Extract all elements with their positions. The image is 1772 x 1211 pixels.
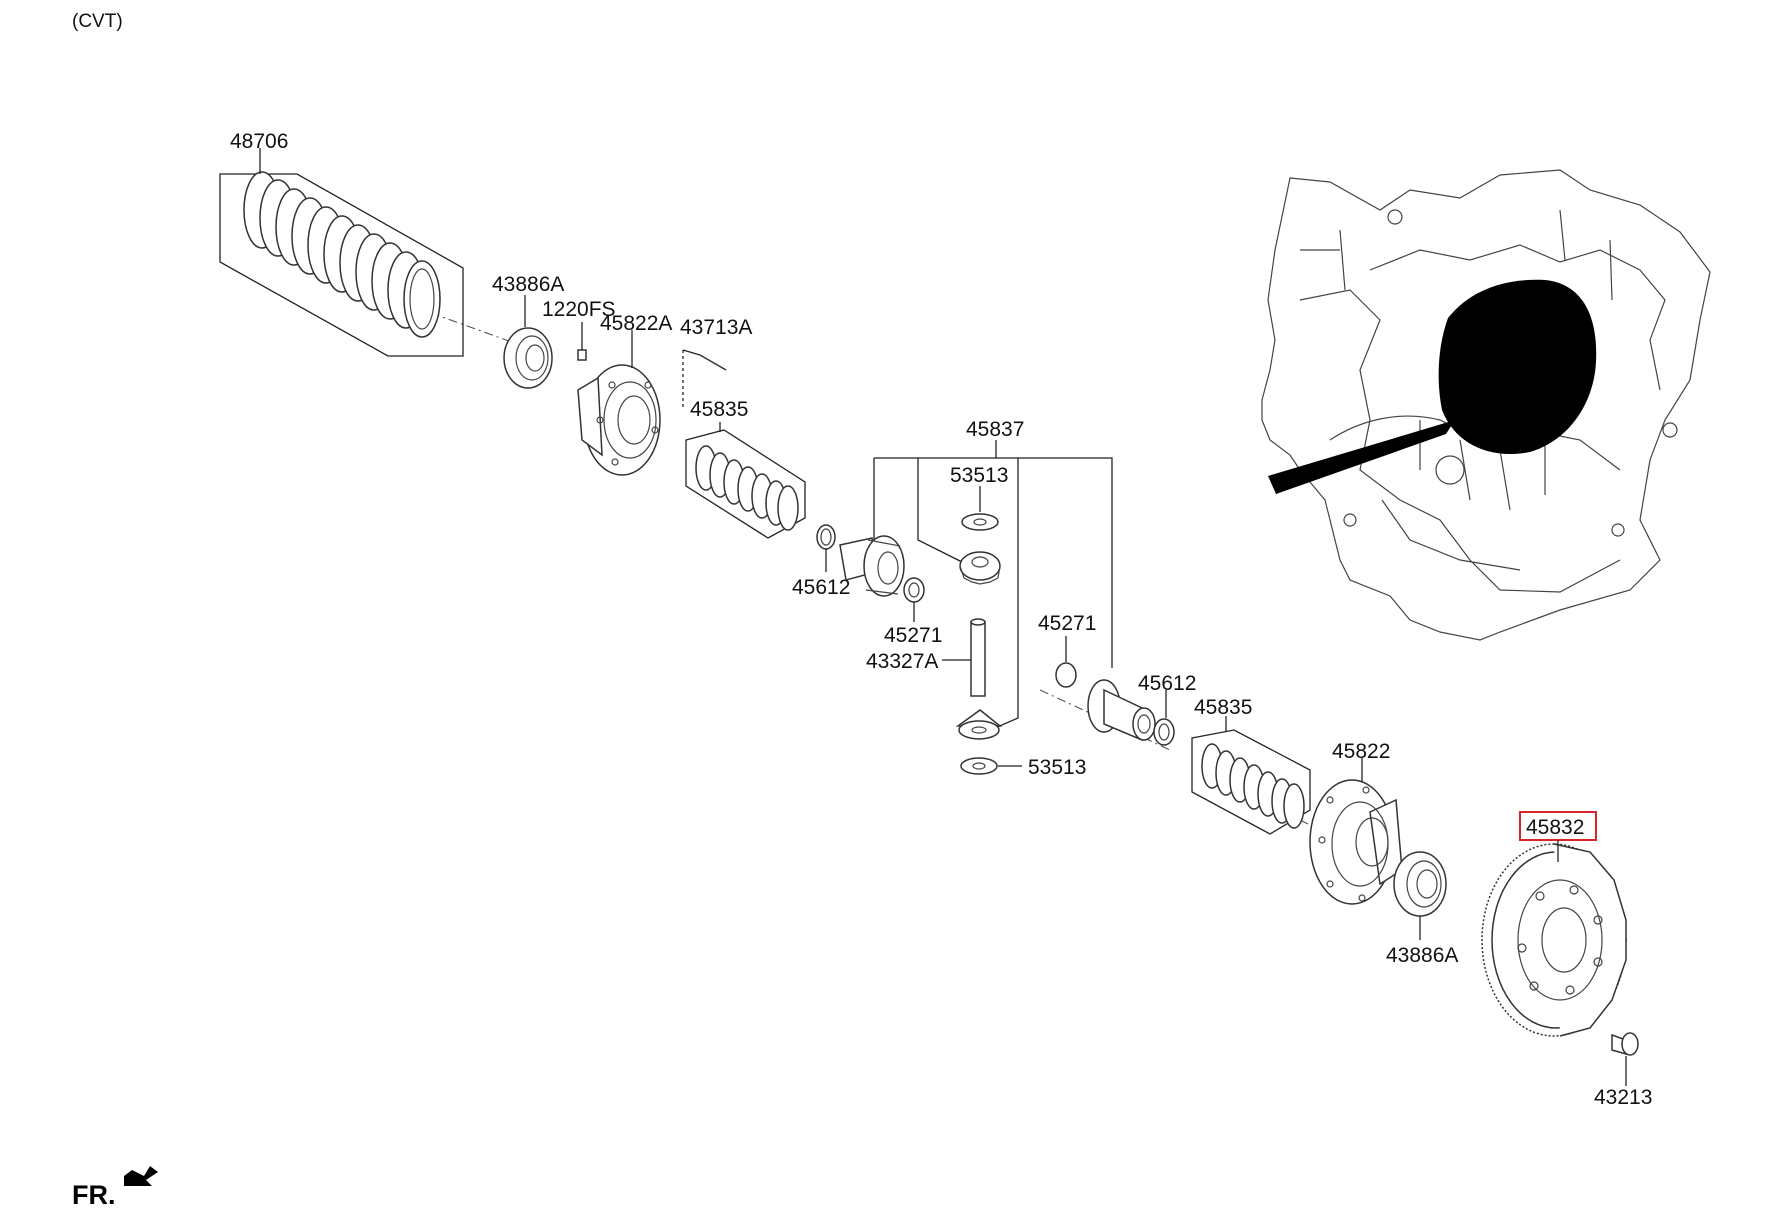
part-45832-group[interactable]: 45832 xyxy=(1481,811,1627,1037)
label-45822A[interactable]: 45822A xyxy=(600,312,672,335)
label-45835-bottom[interactable]: 45835 xyxy=(1194,696,1252,719)
part-45822-group[interactable]: 45822 xyxy=(1309,740,1403,905)
part-45271-right-group[interactable]: 45271 xyxy=(1038,612,1096,688)
label-43327A[interactable]: 43327A xyxy=(866,650,938,673)
part-53513-top-group[interactable]: 53513 xyxy=(950,464,1008,531)
label-45271-right[interactable]: 45271 xyxy=(1038,612,1096,635)
label-45822[interactable]: 45822 xyxy=(1332,740,1390,763)
part-45612-right-group[interactable]: 45612 xyxy=(1138,672,1196,746)
part-43886A-top-group[interactable]: 43886A xyxy=(492,273,564,389)
label-43886A-top[interactable]: 43886A xyxy=(492,273,564,296)
pinion-gear-top xyxy=(959,551,1001,585)
label-45612-right[interactable]: 45612 xyxy=(1138,672,1196,695)
label-45837[interactable]: 45837 xyxy=(966,418,1024,441)
part-45837-group[interactable]: 45837 xyxy=(873,418,1113,739)
front-arrow-icon xyxy=(124,1166,158,1186)
side-gear-left xyxy=(839,535,905,597)
part-45835-bottom-group[interactable]: 45835 xyxy=(1191,696,1311,835)
side-gear-right xyxy=(1087,679,1156,742)
part-45835-top-group[interactable]: 45835 xyxy=(685,398,806,539)
label-43213[interactable]: 43213 xyxy=(1594,1086,1652,1109)
front-marker-label: FR. xyxy=(72,1180,116,1210)
friction-disc-stack xyxy=(1201,743,1305,829)
label-45832[interactable]: 45832 xyxy=(1526,816,1584,839)
label-53513-bottom[interactable]: 53513 xyxy=(1028,756,1086,779)
part-43886A-bottom-group[interactable]: 43886A xyxy=(1386,851,1458,967)
label-48706[interactable]: 48706 xyxy=(230,130,288,153)
part-53513-bottom-group[interactable]: 53513 xyxy=(960,756,1086,779)
label-45612-left[interactable]: 45612 xyxy=(792,576,850,599)
label-43886A-bottom[interactable]: 43886A xyxy=(1386,944,1458,967)
part-1220FS-group[interactable]: 1220FS xyxy=(542,298,616,361)
part-45271-left-group[interactable]: 45271 xyxy=(884,577,942,647)
label-1220FS[interactable]: 1220FS xyxy=(542,298,616,321)
part-43213-group[interactable]: 43213 xyxy=(1594,1032,1652,1109)
transmission-housing-illustration xyxy=(1261,169,1711,641)
differential-location-marker xyxy=(1438,279,1597,455)
label-43713A[interactable]: 43713A xyxy=(680,316,752,339)
pinion-gear-bottom xyxy=(955,709,1003,740)
part-45612-left-group[interactable]: 45612 xyxy=(792,524,850,599)
part-43327A-group[interactable]: 43327A xyxy=(866,618,986,697)
pointer-wedge xyxy=(1268,420,1455,494)
label-45835-top[interactable]: 45835 xyxy=(690,398,748,421)
part-43713A-group[interactable]: 43713A xyxy=(680,316,752,410)
front-direction-marker: FR. xyxy=(72,1166,158,1210)
part-45822A-group[interactable]: 45822A xyxy=(577,312,672,476)
friction-disc-stack xyxy=(695,445,799,531)
coil-spring-stack xyxy=(243,171,441,338)
label-45271-left[interactable]: 45271 xyxy=(884,624,942,647)
variant-label: (CVT) xyxy=(72,11,123,32)
part-48706-group[interactable]: 48706 xyxy=(219,130,464,357)
label-53513-top[interactable]: 53513 xyxy=(950,464,1008,487)
